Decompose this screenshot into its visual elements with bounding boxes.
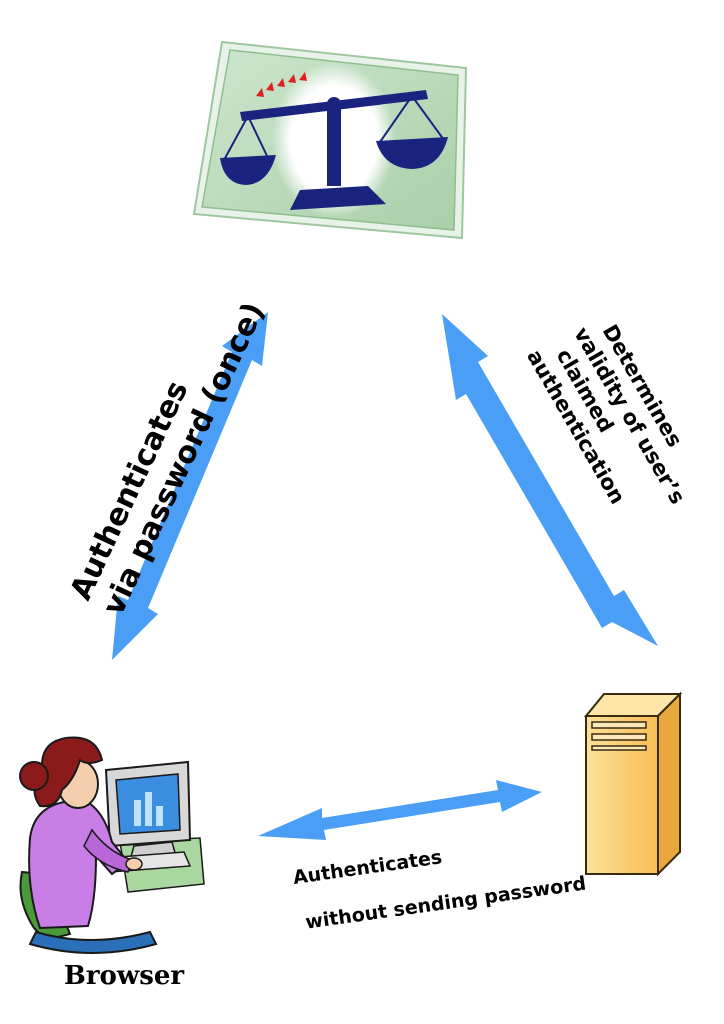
- arrow-browser-server: [258, 780, 542, 840]
- arrow-browser-authority: [112, 312, 268, 660]
- server-tower-icon: [583, 691, 683, 877]
- arrow-authority-server: [442, 314, 658, 646]
- balance-scale-icon: [192, 40, 468, 240]
- label-browser-authority: Authenticates via password (once): [64, 282, 272, 621]
- browser-label: Browser: [64, 961, 185, 991]
- person-at-computer-icon: [19, 736, 205, 954]
- label-browser-server: Authenticates without sending password: [292, 827, 588, 935]
- label-browser-authority-line2: via password (once): [96, 297, 272, 620]
- label-browser-server-line1: Authenticates: [292, 846, 444, 889]
